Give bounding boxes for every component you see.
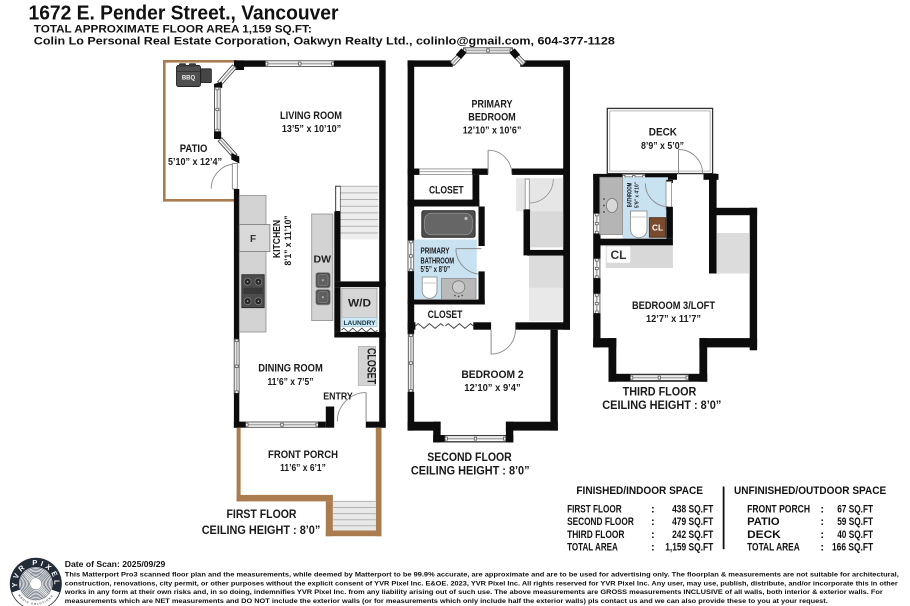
- svg-text:BATHROOM: BATHROOM: [421, 255, 455, 265]
- svg-text:DECK: DECK: [747, 529, 781, 541]
- svg-text::: :: [651, 542, 655, 554]
- svg-text:CLOSET: CLOSET: [429, 185, 464, 197]
- svg-text::: :: [651, 516, 655, 528]
- svg-text:TOTAL APPROXIMATE FLOOR AREA 1: TOTAL APPROXIMATE FLOOR AREA 1,159 SQ.FT…: [34, 24, 312, 36]
- svg-text:DW: DW: [314, 254, 332, 266]
- svg-text:FRONT PORCH: FRONT PORCH: [747, 504, 810, 516]
- svg-text:1,159 SQ.FT: 1,159 SQ.FT: [665, 542, 713, 554]
- svg-text:LIVING ROOM: LIVING ROOM: [280, 110, 342, 122]
- svg-text:W/D: W/D: [348, 298, 371, 310]
- svg-text:5’5” x 8’0”: 5’5” x 8’0”: [421, 265, 451, 274]
- svg-text:THIRD FLOOR: THIRD FLOOR: [623, 384, 697, 398]
- svg-text:SECOND FLOOR: SECOND FLOOR: [427, 450, 512, 464]
- svg-text:CEILING HEIGHT : 8’0”: CEILING HEIGHT : 8’0”: [202, 523, 321, 537]
- svg-text:works in any form at their own: works in any form at their own risks and…: [64, 589, 884, 596]
- svg-text:CEILING HEIGHT : 8’0”: CEILING HEIGHT : 8’0”: [411, 464, 530, 478]
- svg-text:TOTAL AREA: TOTAL AREA: [747, 542, 800, 554]
- svg-text:479 SQ.FT: 479 SQ.FT: [672, 516, 713, 528]
- svg-text:CLOSET: CLOSET: [428, 309, 463, 321]
- svg-text:LAUNDRY: LAUNDRY: [344, 321, 376, 327]
- svg-text:FIRST FLOOR: FIRST FLOOR: [227, 507, 297, 521]
- svg-text::: :: [820, 504, 824, 516]
- svg-text:11’6” x 7’5”: 11’6” x 7’5”: [267, 377, 313, 388]
- svg-text:DECK: DECK: [649, 127, 677, 139]
- svg-text:DINING ROOM: DINING ROOM: [258, 363, 323, 375]
- svg-text:438 SQ.FT: 438 SQ.FT: [672, 504, 713, 516]
- svg-text:1672 E. Pender Street., Vancou: 1672 E. Pender Street., Vancouver: [29, 3, 339, 25]
- svg-text:measurements which are NET mea: measurements which are NET measurements …: [65, 598, 828, 605]
- svg-text:CEILING HEIGHT : 8’0”: CEILING HEIGHT : 8’0”: [602, 398, 721, 412]
- svg-text:13’5” x 10’10”: 13’5” x 10’10”: [282, 124, 341, 135]
- svg-text:BBQ: BBQ: [182, 76, 196, 82]
- svg-text:PRIMARY: PRIMARY: [472, 99, 514, 111]
- svg-text:59 SQ.FT: 59 SQ.FT: [837, 516, 873, 528]
- svg-text:Date of Scan: 2025/09/29: Date of Scan: 2025/09/29: [65, 559, 166, 569]
- svg-text:PRIMARY: PRIMARY: [421, 246, 450, 256]
- svg-text:TOTAL AREA: TOTAL AREA: [567, 542, 618, 554]
- svg-text:BEDROOM: BEDROOM: [468, 112, 516, 124]
- svg-text:12’10” x 9’4”: 12’10” x 9’4”: [464, 383, 520, 394]
- svg-text:CL: CL: [611, 248, 627, 262]
- svg-text:CLOSET: CLOSET: [364, 348, 378, 384]
- svg-text::: :: [651, 529, 655, 541]
- svg-text:SECOND FLOOR: SECOND FLOOR: [567, 516, 634, 528]
- svg-text:5’9” x 4’10”: 5’9” x 4’10”: [635, 182, 641, 208]
- svg-text:FIRST FLOOR: FIRST FLOOR: [567, 504, 622, 516]
- svg-text:ENTRY: ENTRY: [323, 392, 353, 403]
- svg-text:F: F: [250, 234, 256, 245]
- svg-text:This Matterport Pro3 scanned f: This Matterport Pro3 scanned floor plan …: [65, 572, 899, 579]
- svg-text:67 SQ.FT: 67 SQ.FT: [837, 504, 873, 516]
- svg-text:11’6” x 6’1”: 11’6” x 6’1”: [280, 463, 326, 474]
- svg-text::: :: [820, 529, 824, 541]
- svg-text:UNFINISHED/OUTDOOR SPACE: UNFINISHED/OUTDOOR SPACE: [734, 485, 887, 497]
- svg-text:PATIO: PATIO: [747, 516, 780, 528]
- svg-text:PATIO: PATIO: [180, 143, 208, 155]
- svg-text:BEDROOM 2: BEDROOM 2: [461, 369, 523, 381]
- svg-text:166 SQ.FT: 166 SQ.FT: [832, 542, 873, 554]
- svg-text:THIRD FLOOR: THIRD FLOOR: [567, 529, 624, 541]
- svg-text:CL: CL: [652, 224, 663, 233]
- svg-text:FINISHED/INDOOR SPACE: FINISHED/INDOOR SPACE: [576, 485, 703, 497]
- svg-text:KITCHEN: KITCHEN: [272, 220, 283, 258]
- svg-text:12’10” x 10’6”: 12’10” x 10’6”: [463, 126, 522, 137]
- svg-text:BATHROOM: BATHROOM: [628, 183, 634, 207]
- svg-text:8’9” x 5’0”: 8’9” x 5’0”: [641, 141, 684, 152]
- svg-text::: :: [651, 504, 655, 516]
- svg-text::: :: [820, 542, 824, 554]
- svg-text:FRONT PORCH: FRONT PORCH: [268, 449, 338, 461]
- svg-text:5’10” x 12’4”: 5’10” x 12’4”: [168, 157, 222, 168]
- svg-text:12’7” x 11’7”: 12’7” x 11’7”: [646, 314, 701, 325]
- svg-text:8’1” x 11’10”: 8’1” x 11’10”: [283, 215, 294, 265]
- svg-text::: :: [820, 516, 824, 528]
- svg-text:242 SQ.FT: 242 SQ.FT: [672, 529, 713, 541]
- svg-text:Colin Lo Personal Real Estate: Colin Lo Personal Real Estate Corporatio…: [34, 36, 615, 48]
- svg-text:construction, renovations, cit: construction, renovations, city permit, …: [65, 580, 898, 587]
- svg-text:BEDROOM 3/LOFT: BEDROOM 3/LOFT: [632, 300, 715, 312]
- svg-text:40 SQ.FT: 40 SQ.FT: [837, 529, 873, 541]
